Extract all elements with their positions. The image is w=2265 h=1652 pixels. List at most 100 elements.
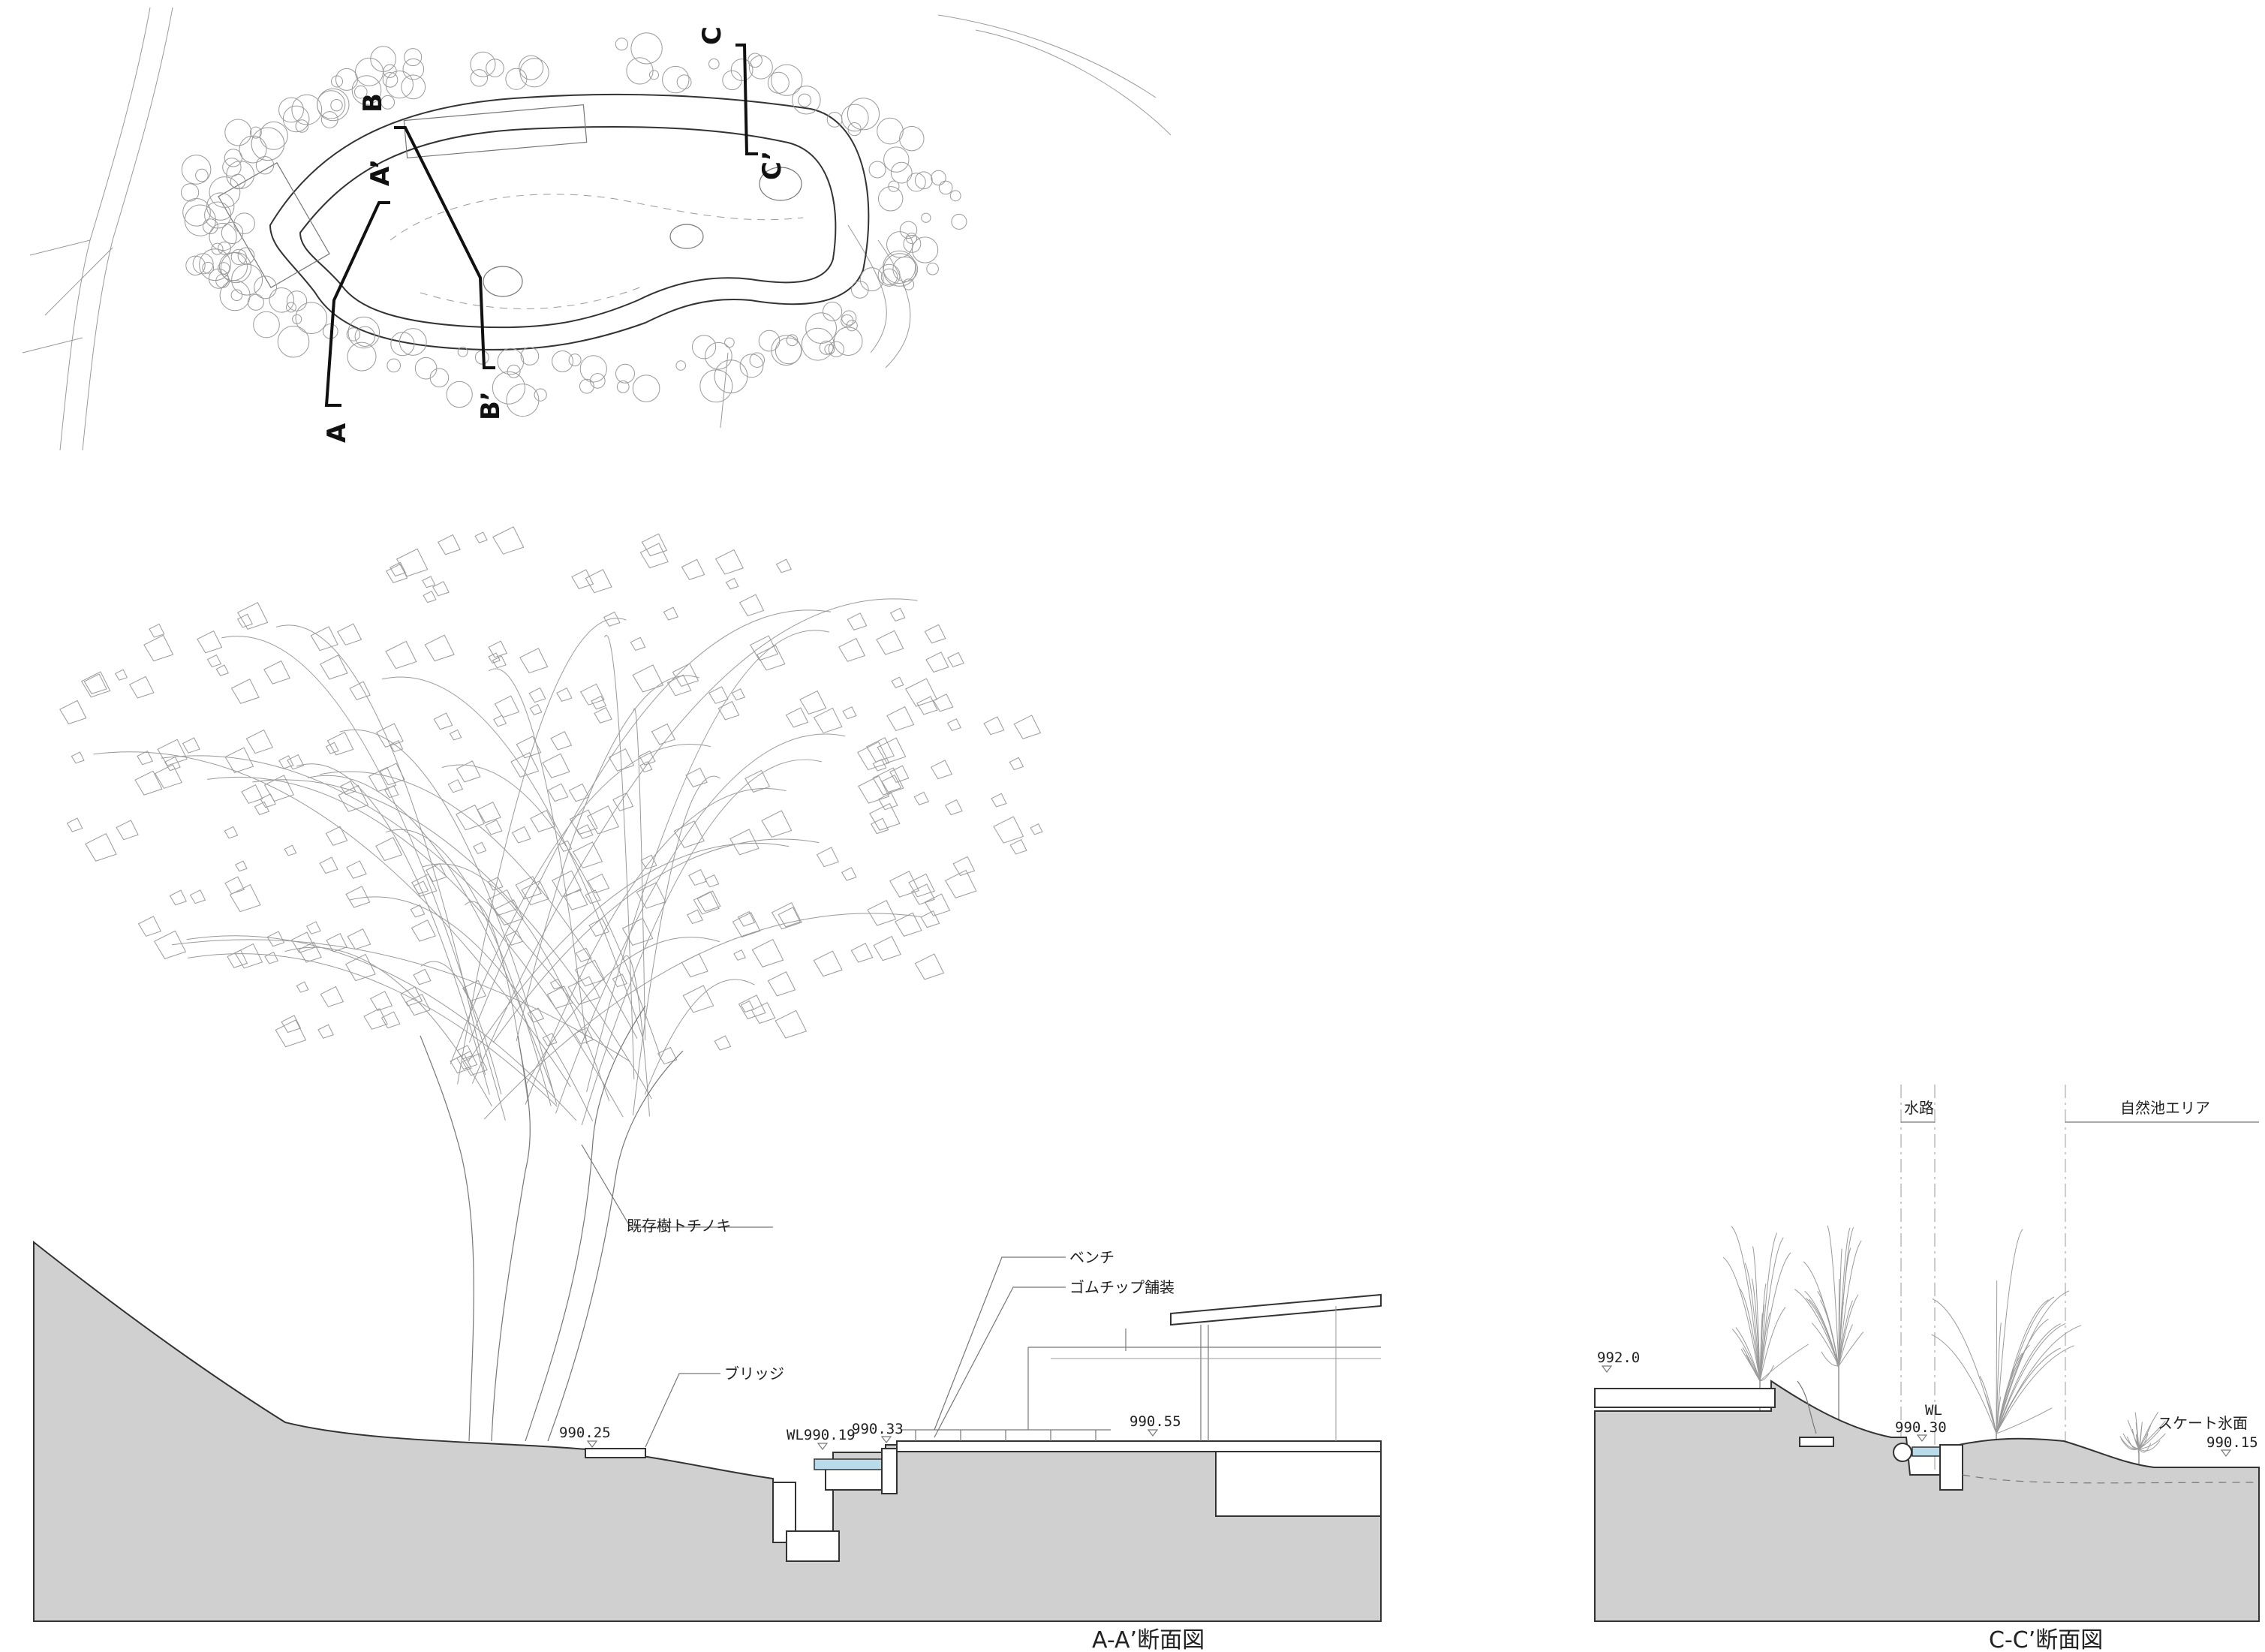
plan-tree-canopy <box>931 170 946 186</box>
tree-branch <box>1827 1225 1839 1367</box>
tree-branch <box>1794 1289 1839 1367</box>
plan-tree-canopy <box>899 221 918 239</box>
plan-tree-canopy <box>616 380 630 393</box>
leaf-cluster <box>263 660 290 685</box>
plan-tree-canopy <box>692 335 717 360</box>
leaf-cluster <box>266 931 285 947</box>
subgrade-line <box>1962 1474 2260 1484</box>
bridge-deck <box>585 1448 646 1458</box>
tree-branch <box>1996 1318 2049 1434</box>
island <box>483 266 523 297</box>
plan-tree-canopy <box>914 171 933 190</box>
plan-tree-canopy <box>833 326 863 357</box>
leaf-cluster <box>319 856 338 874</box>
leaf-cluster <box>182 737 200 754</box>
tree-branch <box>622 955 650 1117</box>
plan-tree-canopy <box>823 301 843 322</box>
leaf-cluster <box>326 731 354 756</box>
leaf-cluster <box>400 986 423 1007</box>
leaf-cluster <box>325 742 339 754</box>
leaf-cluster <box>842 706 857 720</box>
plan-tree-canopy <box>758 329 781 352</box>
plan-tree-canopy <box>335 68 358 91</box>
leaf-cluster <box>731 688 745 701</box>
leaf-cluster <box>396 548 429 577</box>
plan-tree-canopy <box>399 328 427 356</box>
plan-tree-canopy <box>249 126 262 139</box>
leaf-cluster <box>889 871 919 898</box>
leaf-cluster <box>432 581 450 597</box>
leaf-cluster <box>424 634 455 662</box>
plan-tree-canopy <box>675 360 687 371</box>
ground-section <box>1594 1380 2260 1622</box>
cut-label-c-prime: C’ <box>757 151 787 180</box>
plan-tree-canopy <box>181 155 212 185</box>
channel-wall <box>1939 1444 1963 1491</box>
tree-branch <box>644 979 755 1095</box>
plan-tree-canopy <box>880 268 898 285</box>
leaf-cluster <box>375 837 403 862</box>
leaf-cluster <box>568 783 590 802</box>
plan-tree-canopy <box>224 149 242 167</box>
leaf-cluster <box>237 602 269 630</box>
plan-tree-canopy <box>568 354 582 367</box>
plan-tree-canopy <box>202 261 215 274</box>
leaf-cluster <box>585 569 612 594</box>
leaf-cluster <box>349 681 371 700</box>
leaf-cluster <box>738 594 765 617</box>
leaf-cluster <box>925 651 949 673</box>
leaf-cluster <box>449 729 462 741</box>
leaf-cluster <box>778 907 801 928</box>
leaf-cluster <box>456 760 481 783</box>
label-bench: ベンチ <box>1069 1248 1114 1266</box>
leaf-cluster <box>952 856 976 877</box>
level-triangle <box>1147 1429 1159 1437</box>
leaf-cluster <box>813 950 843 977</box>
leaf-cluster <box>487 877 504 891</box>
zone-boundary <box>390 194 804 241</box>
leaf-cluster <box>494 695 520 718</box>
plan-tree-canopy <box>632 375 660 402</box>
plan-tree-canopy <box>883 146 910 173</box>
context-lines <box>975 29 1172 136</box>
leaf-cluster <box>278 755 294 769</box>
leaf-cluster <box>494 899 524 925</box>
tree-branch <box>555 733 846 1114</box>
leaf-cluster <box>224 826 239 839</box>
plan-tree-canopy <box>507 364 521 378</box>
tree-branch <box>161 755 615 1060</box>
leaf-cluster <box>379 763 405 786</box>
tree-branch <box>450 744 711 1064</box>
leaf-cluster <box>657 1046 678 1065</box>
leaf-cluster <box>423 591 437 603</box>
tree-branch <box>1731 1226 1761 1382</box>
plan-tree-canopy <box>886 231 913 258</box>
tree-branch <box>1996 1325 2082 1434</box>
leader-bridge <box>645 1373 720 1448</box>
leaf-cluster <box>488 652 501 664</box>
upper-terrace <box>1594 1388 1776 1408</box>
leaf-cluster <box>944 869 977 898</box>
tree-branch <box>221 636 506 1121</box>
caption-cc: C-C’断面図 <box>1989 1627 2103 1652</box>
leaf-cluster <box>744 769 771 793</box>
leaf-cluster <box>284 844 297 856</box>
leaf-cluster <box>717 700 740 721</box>
tree-branch <box>1838 1240 1862 1367</box>
tree-branch <box>1821 1351 1839 1367</box>
level-triangle <box>880 1436 892 1443</box>
leaf-cluster <box>326 933 347 952</box>
leaf-cluster <box>473 841 487 854</box>
plan-tree-canopy <box>615 38 629 51</box>
tree-branch <box>1996 1407 2053 1434</box>
plan-tree-canopy <box>278 97 304 123</box>
label-channel: 水路 <box>1904 1099 1934 1117</box>
tree-branch <box>2138 1426 2163 1449</box>
leaf-cluster <box>320 985 344 1007</box>
leaf-cluster <box>137 750 153 766</box>
leaf-cluster <box>116 820 139 841</box>
plan-tree-canopy <box>505 68 528 90</box>
level-water: WL990.19 <box>787 1427 856 1443</box>
leaf-cluster <box>991 793 1007 808</box>
leaf-cluster <box>558 840 573 852</box>
